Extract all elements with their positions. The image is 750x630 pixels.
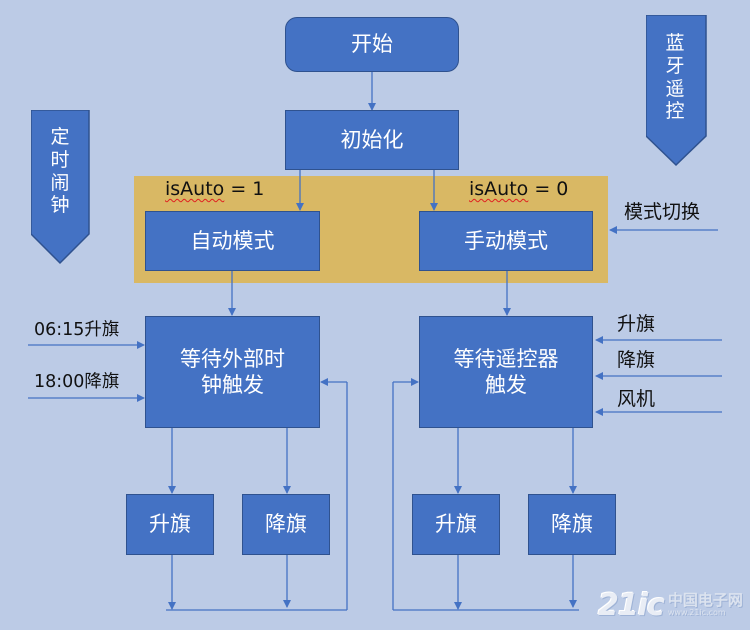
is-auto-0-label: isAuto = 0 — [469, 180, 568, 199]
lower-flag-left-node: 降旗 — [242, 494, 330, 555]
right-banner-arrow-icon — [646, 15, 707, 167]
is-auto-0-value: = 0 — [528, 178, 569, 200]
auto-mode-node: 自动模式 — [145, 211, 320, 271]
mode-switch-label: 模式切换 — [624, 201, 701, 223]
is-auto-1-value: = 1 — [224, 178, 265, 200]
remote-raise-label: 升旗 — [617, 313, 656, 335]
raise-flag-left-node: 升旗 — [126, 494, 214, 555]
start-node: 开始 — [285, 17, 459, 72]
is-auto-1-var: isAuto — [165, 178, 225, 200]
wait-clock-node: 等待外部时 钟触发 — [145, 316, 320, 428]
left-banner-arrow-icon — [31, 110, 90, 265]
watermark-cn: 中国电子网 — [667, 591, 743, 610]
site-watermark-logo: 21ic 中国电子网 www.21ic.com — [598, 584, 748, 626]
watermark-en: www.21ic.com — [667, 607, 726, 617]
raise-flag-right-node: 升旗 — [412, 494, 500, 555]
left-banner-label: 定时闹钟 — [50, 126, 70, 217]
remote-lower-label: 降旗 — [617, 349, 656, 371]
wait-remote-node: 等待遥控器 触发 — [419, 316, 593, 428]
watermark-main: 21ic — [598, 587, 665, 623]
is-auto-1-label: isAuto = 1 — [165, 180, 264, 199]
manual-mode-node: 手动模式 — [419, 211, 593, 271]
right-banner-label: 蓝牙遥控 — [665, 32, 685, 123]
clock-lower-label: 18:00降旗 — [34, 372, 120, 392]
clock-raise-label: 06:15升旗 — [34, 320, 120, 340]
lower-flag-right-node: 降旗 — [528, 494, 616, 555]
is-auto-0-var: isAuto — [469, 178, 529, 200]
remote-fan-label: 风机 — [617, 388, 656, 410]
watermark-sub: 中国电子网 www.21ic.com — [668, 592, 743, 617]
init-node: 初始化 — [285, 110, 459, 170]
